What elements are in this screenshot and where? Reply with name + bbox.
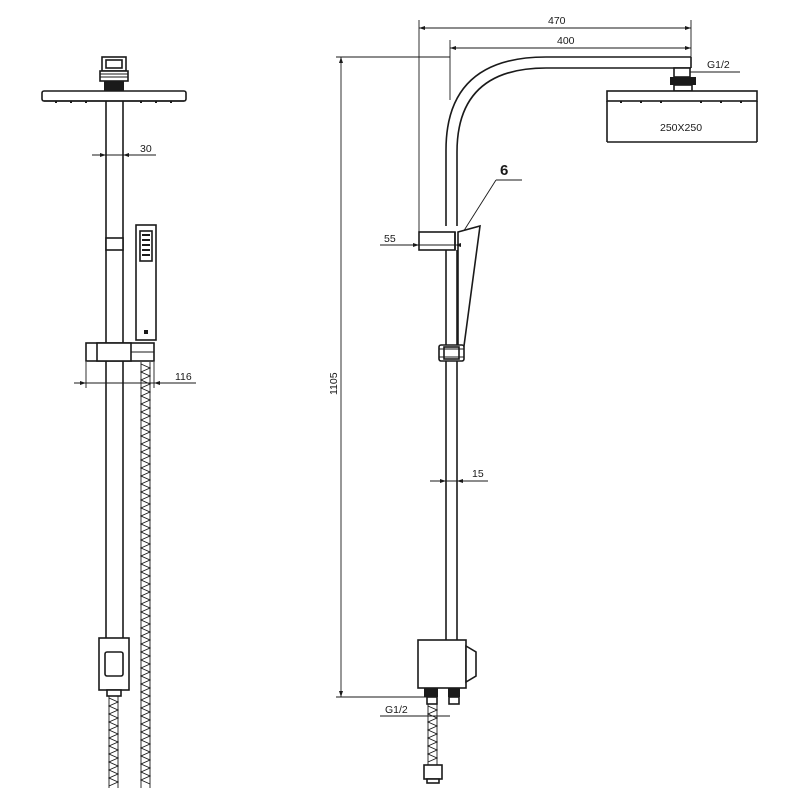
- dim-inlet-thread-label: G1/2: [385, 704, 408, 716]
- dim-55-label: 55: [384, 233, 396, 245]
- left-dim-30-label: 30: [140, 143, 152, 155]
- left-hand-shower: [135, 224, 157, 341]
- dim-400-label: 400: [557, 35, 575, 47]
- dim-head-thread-label: G1/2: [707, 59, 730, 71]
- mixer-valve: [417, 639, 477, 705]
- left-dim-116-label: 116: [175, 371, 192, 383]
- dim-55: 55: [380, 233, 461, 247]
- dim-15-label: 15: [472, 468, 484, 480]
- head-connector: G1/2: [670, 59, 740, 92]
- shower-arm: [445, 56, 692, 226]
- slider-clip: [438, 344, 465, 362]
- left-mixer: [98, 637, 130, 788]
- wall-holder: [418, 224, 481, 347]
- head-size-label: 250X250: [660, 122, 702, 134]
- dim-470-label: 470: [548, 15, 566, 27]
- inlet-hose: [423, 704, 443, 784]
- dim-400: 400: [449, 35, 691, 100]
- left-slider: [85, 342, 155, 362]
- left-head-connector: [99, 56, 129, 91]
- right-view: 470 400 G1/2: [328, 15, 758, 784]
- dim-inlet-thread: G1/2: [380, 704, 450, 717]
- dim-1105-label: 1105: [328, 372, 340, 395]
- left-dim-116: 116: [74, 362, 196, 388]
- left-shower-head: [41, 90, 187, 103]
- left-dim-30: 30: [92, 143, 156, 157]
- lower-rail: [445, 250, 458, 640]
- callout-6-label: 6: [500, 162, 508, 179]
- left-hose: [139, 362, 152, 788]
- callout-6: 6: [457, 162, 522, 241]
- dim-1105: 1105: [328, 56, 450, 698]
- left-rail: [105, 101, 124, 640]
- shower-head: 250X250: [606, 90, 758, 143]
- dim-15: 15: [430, 468, 488, 483]
- left-view: 30 116: [41, 56, 196, 788]
